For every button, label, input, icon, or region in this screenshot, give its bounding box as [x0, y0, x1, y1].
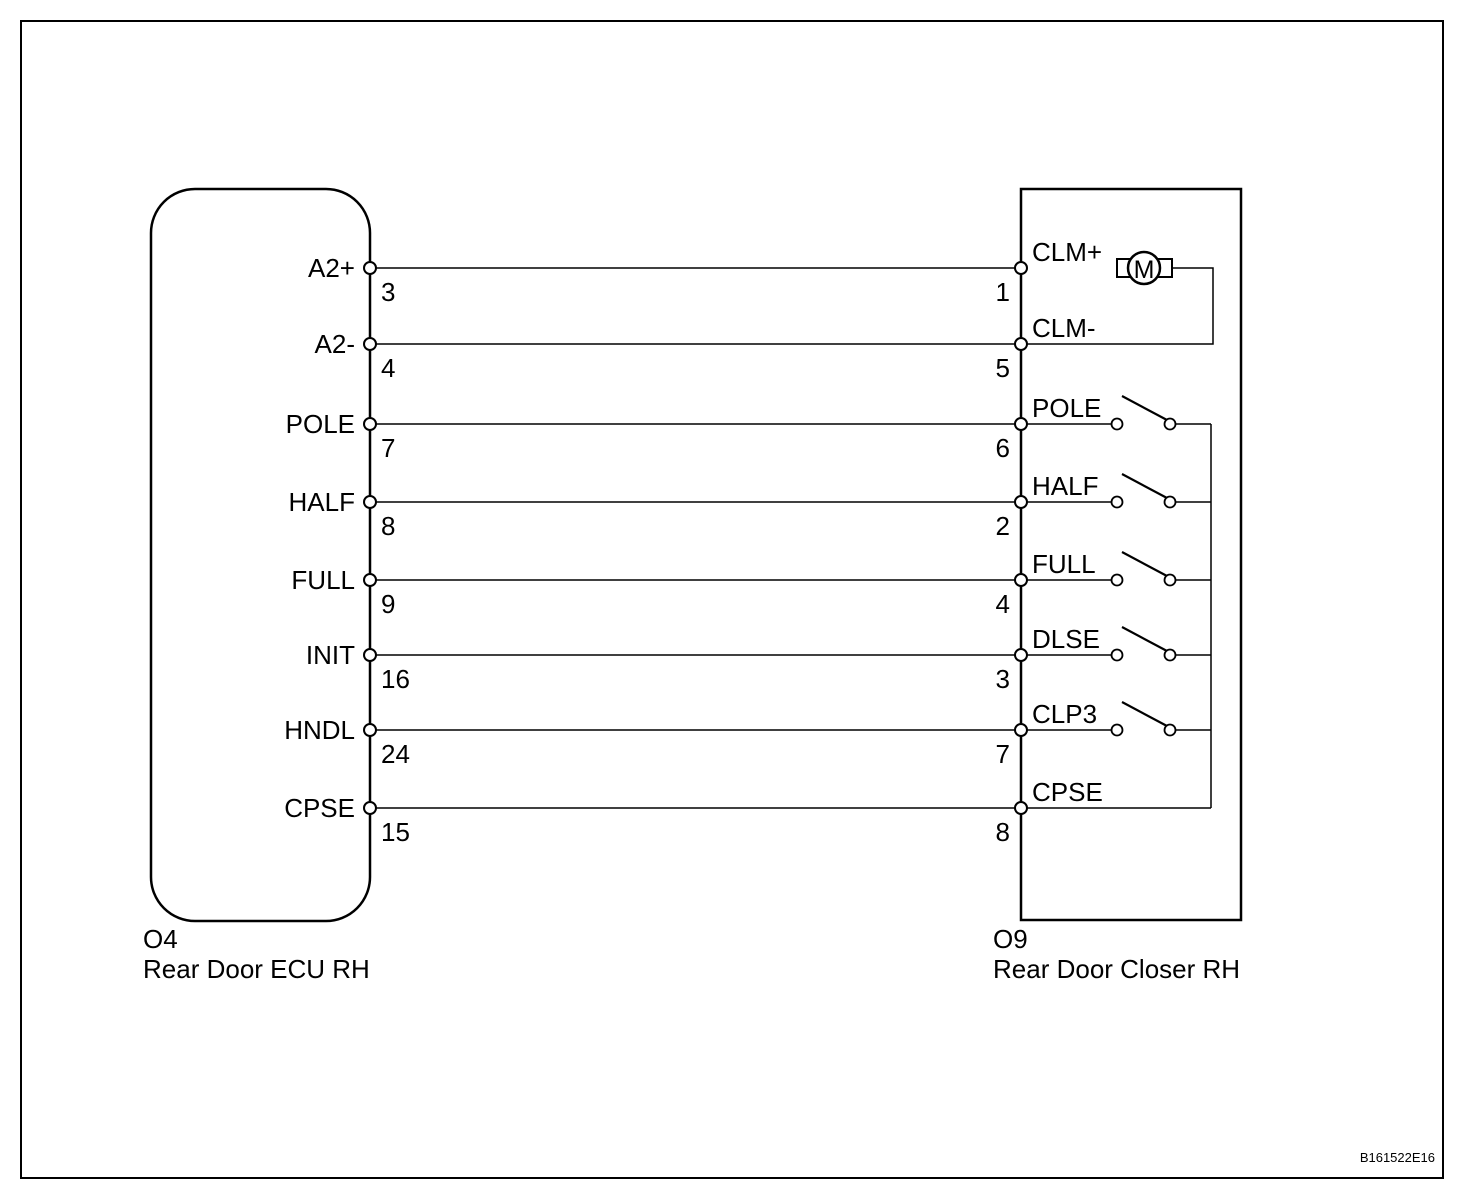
ecu-pin-number-7: 7: [381, 433, 395, 463]
ecu-terminal-cpse: [363, 801, 377, 815]
switch-contact-moving: [1163, 723, 1177, 737]
ecu-name: Rear Door ECU RH: [143, 954, 370, 984]
ecu-signal-pole: POLE: [286, 409, 355, 439]
ecu-terminal-a2: [363, 261, 377, 275]
switch-icon-clp3: [1021, 701, 1211, 737]
ecu-signal-cpse: CPSE: [284, 793, 355, 823]
closer-signal-half: HALF: [1032, 471, 1098, 501]
switch-contact-moving: [1163, 573, 1177, 587]
closer-signal-pole: POLE: [1032, 393, 1101, 423]
closer-terminal-clp3: [1014, 723, 1028, 737]
closer-pin-number-8: 8: [996, 817, 1010, 847]
closer-pin-number-1: 1: [996, 277, 1010, 307]
ecu-pin-number-8: 8: [381, 511, 395, 541]
closer-pin-number-4: 4: [996, 589, 1010, 619]
wires-layer: [370, 267, 1021, 809]
switch-contact-moving: [1163, 648, 1177, 662]
switch-contact-fixed: [1110, 573, 1124, 587]
figure-id: B161522E16: [1360, 1150, 1435, 1165]
motor-symbol-label: M: [1134, 256, 1155, 284]
switch-contact-moving: [1163, 495, 1177, 509]
ecu-terminal-init: [363, 648, 377, 662]
switch-blade: [1121, 626, 1168, 652]
closer-terminal-dlse: [1014, 648, 1028, 662]
closer-name: Rear Door Closer RH: [993, 954, 1240, 984]
ecu-signal-half: HALF: [289, 487, 355, 517]
switch-contact-fixed: [1110, 648, 1124, 662]
closer-signal-dlse: DLSE: [1032, 624, 1100, 654]
ecu-pin-number-9: 9: [381, 589, 395, 619]
motor-icon: M: [1116, 250, 1173, 286]
ecu-signal-hndl: HNDL: [284, 715, 355, 745]
ecu-signal-a2: A2+: [308, 253, 355, 283]
switch-icon-pole: [1021, 395, 1211, 431]
closer-signal-full: FULL: [1032, 549, 1096, 579]
closer-pin-number-3: 3: [996, 664, 1010, 694]
closer-pin-number-2: 2: [996, 511, 1010, 541]
ecu-signal-init: INIT: [306, 640, 355, 670]
switch-blade: [1121, 395, 1168, 421]
closer-connector-code: O9: [993, 924, 1028, 954]
closer-terminal-half: [1014, 495, 1028, 509]
switches-layer: [1021, 395, 1211, 737]
switch-blade: [1121, 473, 1168, 499]
ecu-body: [149, 187, 372, 923]
ecu-signal-a2: A2-: [315, 329, 355, 359]
motor-return-wire: [1021, 267, 1214, 345]
closer-pin-number-6: 6: [996, 433, 1010, 463]
ecu-pin-number-15: 15: [381, 817, 410, 847]
closer-pin-number-7: 7: [996, 739, 1010, 769]
ecu-connector-code: O4: [143, 924, 178, 954]
ecu-terminal-a2: [363, 337, 377, 351]
switch-icon-half: [1021, 473, 1211, 509]
ecu-signal-full: FULL: [291, 565, 355, 595]
closer-signal-cpse: CPSE: [1032, 777, 1103, 807]
closer-terminal-pole: [1014, 417, 1028, 431]
closer-pin-number-5: 5: [996, 353, 1010, 383]
switch-blade: [1121, 551, 1168, 577]
switch-contact-fixed: [1110, 495, 1124, 509]
switch-contact-fixed: [1110, 417, 1124, 431]
ecu-pin-number-4: 4: [381, 353, 395, 383]
ecu-pin-number-16: 16: [381, 664, 410, 694]
switch-contact-moving: [1163, 417, 1177, 431]
switch-icon-dlse: [1021, 626, 1211, 662]
closer-terminal-cpse: [1014, 801, 1028, 815]
diagram-frame: [20, 20, 1444, 1179]
ecu-terminal-hndl: [363, 723, 377, 737]
closer-terminal-clm: [1014, 337, 1028, 351]
closer-signal-clp3: CLP3: [1032, 699, 1097, 729]
closer-signal-clm: CLM+: [1032, 237, 1102, 267]
closer-signal-clm: CLM-: [1032, 313, 1096, 343]
closer-body: [1019, 187, 1243, 922]
ecu-pin-number-3: 3: [381, 277, 395, 307]
ecu-terminal-half: [363, 495, 377, 509]
ecu-pin-number-24: 24: [381, 739, 410, 769]
switch-blade: [1121, 701, 1168, 727]
closer-terminal-full: [1014, 573, 1028, 587]
switch-icon-full: [1021, 551, 1211, 587]
closer-terminal-clm: [1014, 261, 1028, 275]
ecu-terminal-full: [363, 573, 377, 587]
switch-contact-fixed: [1110, 723, 1124, 737]
ecu-terminal-pole: [363, 417, 377, 431]
